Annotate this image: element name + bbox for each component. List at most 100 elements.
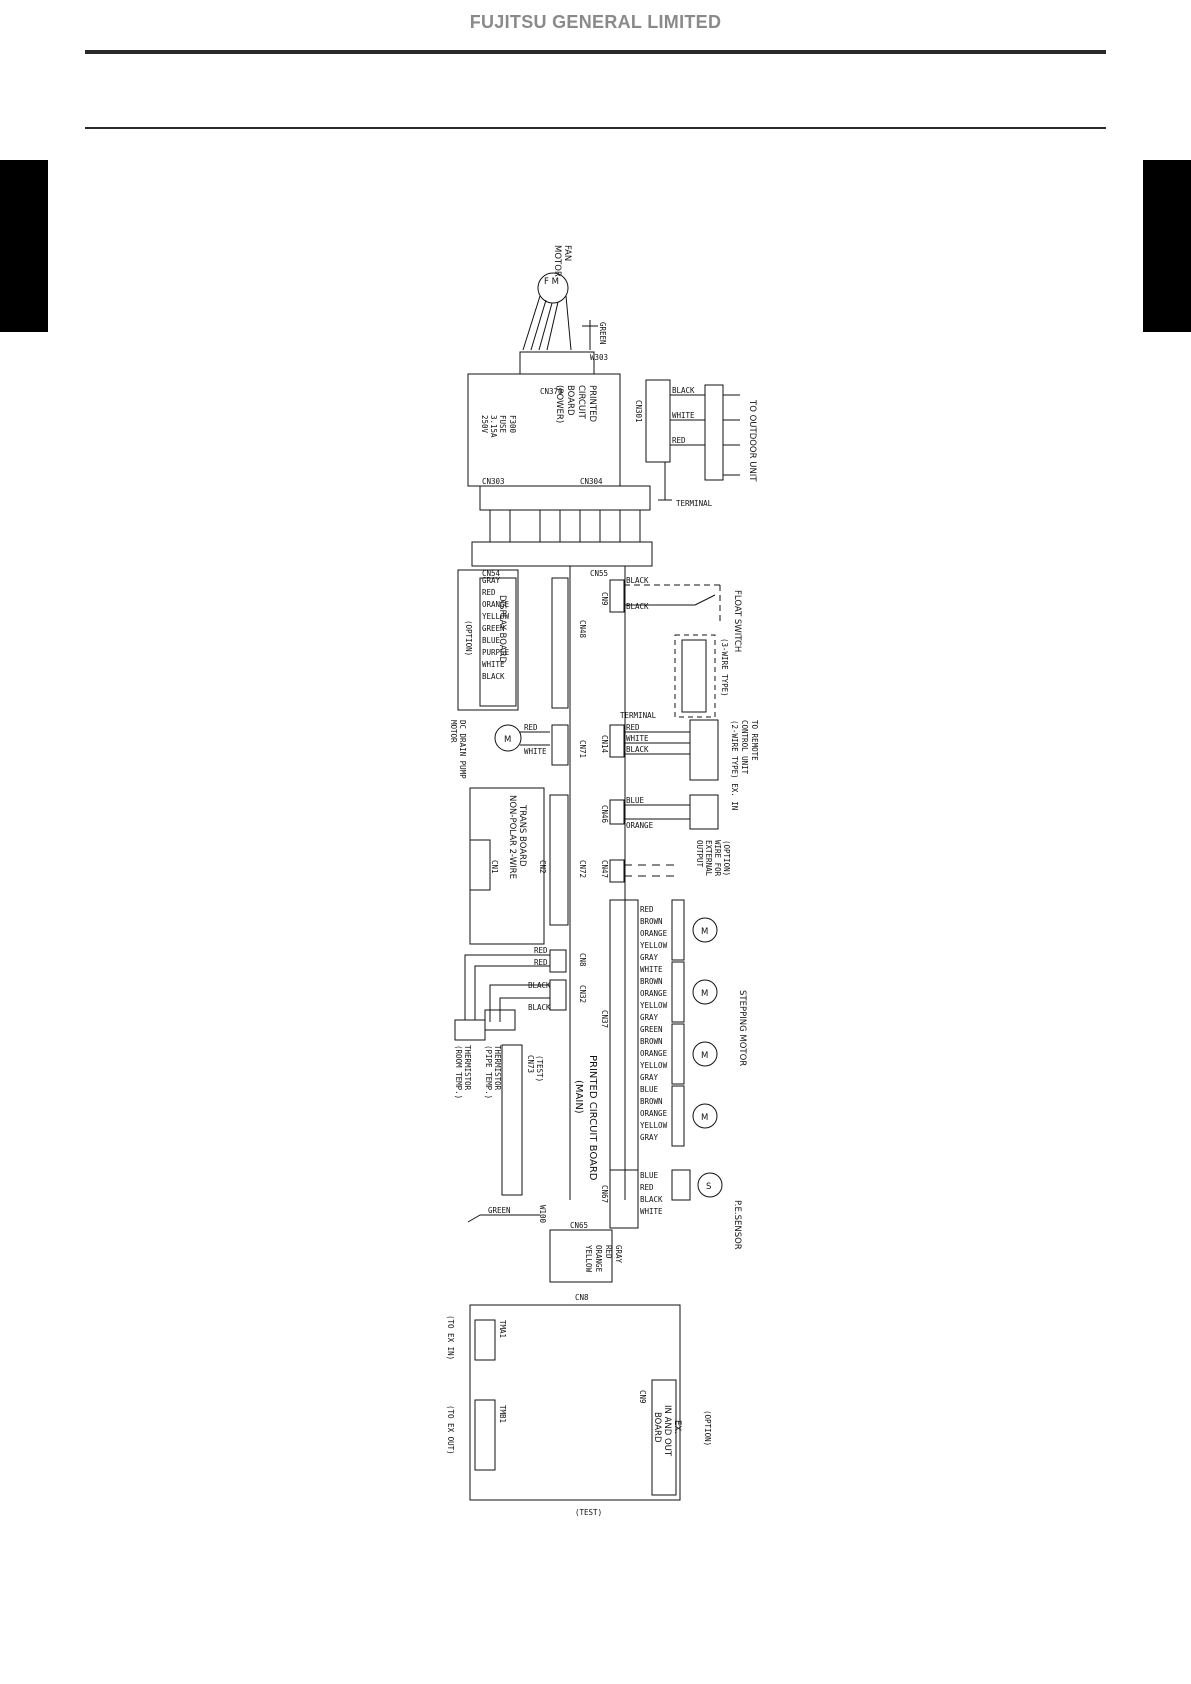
external-label1: (OPTION) — [722, 840, 731, 876]
cn65-label: CN65 — [570, 1221, 588, 1230]
display-board-note: (OPTION) — [464, 620, 473, 656]
stepping-motor-4-symbol: M — [701, 1113, 708, 1123]
drain-pump-label1: DC DRAIN PUMP — [458, 720, 467, 779]
outdoor-label: TO OUTDOOR UNIT — [747, 399, 757, 482]
side-tab-right — [1143, 160, 1191, 332]
display-board-title: DISPLAY BOARD — [497, 595, 507, 663]
drain-wire-2: WHITE — [524, 747, 547, 756]
pe-sensor-circle — [697, 1172, 723, 1198]
cn72-label: CN72 — [578, 860, 587, 878]
fan-motor-label2: MOTOR — [552, 245, 562, 277]
stepping-group-1: RED BROWN ORANGE YELLOW GRAY — [640, 905, 668, 962]
cn8-main-label: CN8 — [578, 953, 587, 967]
terminal-label: TERMINAL — [676, 499, 713, 508]
trans-board-title1: TRANS BOARD — [517, 804, 527, 867]
drain-wire-1: RED — [524, 723, 538, 732]
pipe-thermistor-label1: THERMISTOR — [493, 1045, 502, 1091]
pipe-thermistor-label2: (PIPE TEMP.) — [484, 1045, 493, 1099]
display-wire-9: BLACK — [482, 672, 505, 681]
pe-wire-4: WHITE — [640, 1207, 663, 1216]
room-thermistor-label1: THERMISTOR — [463, 1045, 472, 1091]
exio-tma1-label: TMA1 — [498, 1320, 507, 1338]
pipe-thermistor — [484, 1009, 516, 1031]
remote-wire-1: RED — [626, 723, 640, 732]
side-tab-left — [0, 160, 48, 332]
display-wire-3: ORANGE — [482, 600, 510, 609]
pe-wire-2: RED — [640, 1183, 654, 1192]
remote-label2: CONTROL UNIT — [740, 720, 749, 775]
cn8-wire-1: RED — [534, 946, 548, 955]
room-thermistor — [454, 1019, 486, 1041]
drain-pump-label2: MOTOR — [449, 720, 458, 743]
cn65-wire-2: RED — [604, 1245, 613, 1259]
exio-note: (OPTION) — [703, 1410, 712, 1446]
exio-board-box — [469, 1304, 681, 1501]
remote-wire-2: WHITE — [626, 734, 649, 743]
exio-cn9-note: (TEST) — [575, 1508, 602, 1517]
display-board-box — [457, 569, 519, 711]
step2-wire-5: GRAY — [640, 1013, 659, 1022]
cn65-wire-4: YELLOW — [584, 1245, 593, 1273]
display-wire-6: BLUE — [482, 636, 501, 645]
cn14-label: CN14 — [600, 735, 609, 754]
cn46-wire-1: BLUE — [626, 796, 645, 805]
outdoor-wire-2: WHITE — [672, 411, 695, 420]
header-rule-thick — [85, 50, 1106, 54]
float-wire-1: BLACK — [626, 576, 649, 585]
step1-wire-2: BROWN — [640, 917, 663, 926]
drain-pump-symbol: M — [504, 735, 511, 745]
stepping-group-2: WHITE BROWN ORANGE YELLOW GRAY — [640, 965, 668, 1022]
fuse-label2: FUSE — [498, 415, 507, 434]
three-wire-label: (3-WIRE TYPE) — [720, 638, 729, 697]
stepping-group-4: BLUE BROWN ORANGE YELLOW GRAY — [640, 1085, 668, 1142]
cn48-label: CN48 — [578, 620, 587, 639]
header-brand: FUJITSU GENERAL LIMITED — [469, 12, 722, 32]
step1-wire-3: ORANGE — [640, 929, 668, 938]
fuse-label1: F300 — [508, 415, 517, 434]
step4-wire-3: ORANGE — [640, 1109, 668, 1118]
cn71-label: CN71 — [578, 740, 587, 758]
stepping-group-3: GREEN BROWN ORANGE YELLOW GRAY — [640, 1025, 668, 1082]
stepping-motor-label: STEPPING MOTOR — [737, 990, 747, 1066]
step4-wire-5: GRAY — [640, 1133, 659, 1142]
cn301-label: CN301 — [634, 400, 643, 423]
ground-label-top: GREEN — [598, 322, 607, 345]
outdoor-wire-1: BLACK — [672, 386, 695, 395]
fan-motor-label: FAN — [562, 245, 572, 261]
w100-label: W100 — [538, 1205, 547, 1224]
stepping-motor-2-symbol: M — [701, 989, 708, 999]
pe-wire-3: BLACK — [640, 1195, 663, 1204]
exio-to-in: (TO EX IN) — [446, 1315, 455, 1360]
step1-wire-5: GRAY — [640, 953, 659, 962]
float-switch-label: FLOAT SWITCH — [732, 590, 742, 652]
trans-board-title2: NON-POLAR 2-WIRE — [507, 795, 517, 879]
cn65-wire-1: GRAY — [614, 1245, 623, 1264]
step2-wire-2: BROWN — [640, 977, 663, 986]
step4-wire-2: BROWN — [640, 1097, 663, 1106]
trans-board-box — [469, 787, 545, 945]
cn65-wire-3: ORANGE — [594, 1245, 603, 1273]
cn32-wire-1: BLACK — [528, 981, 551, 990]
step4-wire-4: YELLOW — [640, 1121, 668, 1130]
wiring-diagram-svg: FAN MOTOR F M GREEN W303 PRINTED CIRCUIT… — [446, 245, 759, 1517]
remote-wire-3: BLACK — [626, 745, 649, 754]
fuse-label3: 3.15A — [489, 415, 498, 438]
power-board-title4: (POWER) — [554, 385, 564, 423]
remote-label1: TO REMOTE — [750, 720, 759, 761]
display-wire-7: PURPLE — [482, 648, 510, 657]
trans-cn1-label: CN1 — [490, 860, 499, 874]
exio-cn8-label: CN8 — [575, 1293, 589, 1302]
outdoor-wire-3: RED — [672, 436, 686, 445]
header-rule-thin — [85, 127, 1106, 129]
remote-label3: (2-WIRE TYPE) EX. IN — [730, 720, 739, 810]
exio-title3: BOARD — [652, 1412, 662, 1443]
step2-wire-3: ORANGE — [640, 989, 668, 998]
external-label3: EXTERNAL — [704, 840, 713, 877]
display-wire-4: YELLOW — [482, 612, 510, 621]
step2-wire-4: YELLOW — [640, 1001, 668, 1010]
step3-wire-5: GRAY — [640, 1073, 659, 1082]
pe-wire-1: BLUE — [640, 1171, 659, 1180]
external-label4: OUTPUT — [695, 840, 704, 868]
remote-terminal-label: TERMINAL — [620, 711, 657, 720]
cn303-label: CN303 — [482, 477, 505, 486]
